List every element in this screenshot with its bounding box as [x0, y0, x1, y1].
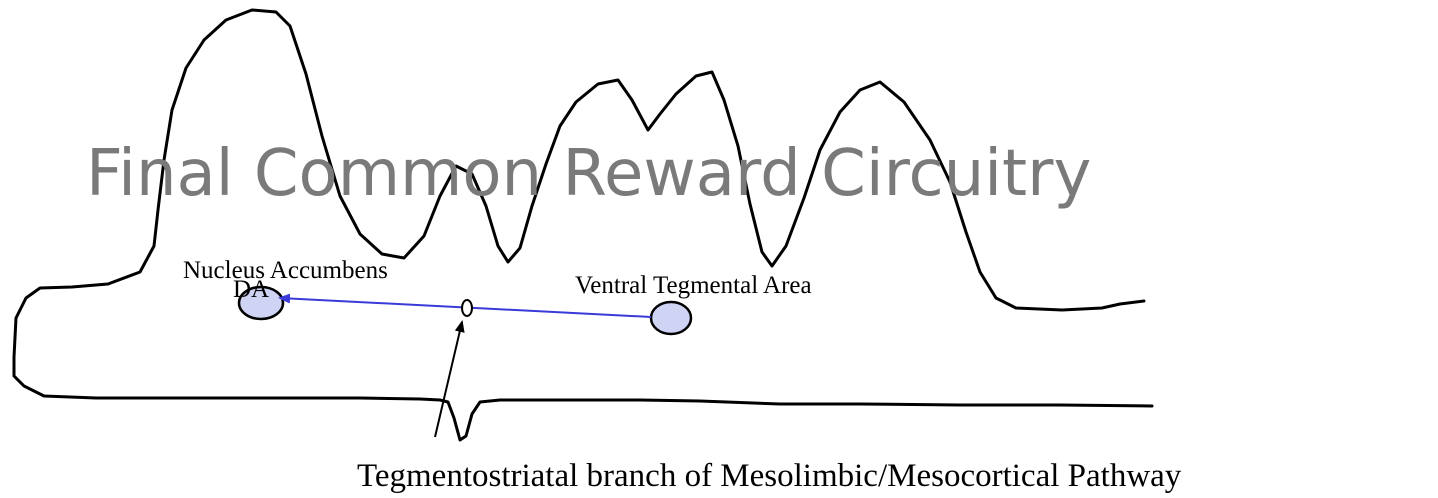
pathway-marker [461, 299, 473, 317]
pathway-caption: Tegmentostriatal branch of Mesolimbic/Me… [357, 458, 1182, 494]
ventral-tegmental-area-label: Ventral Tegmental Area [575, 272, 812, 299]
brain-outline-upper [12, 8, 1146, 359]
caption-pointer-arrow [434, 320, 465, 438]
ventral-tegmental-area-node [649, 300, 693, 336]
dopamine-label: DA [233, 276, 269, 303]
nucleus-accumbens-label: Nucleus Accumbens [183, 257, 388, 284]
slide-title: Final Common Reward Circuitry [86, 137, 1091, 211]
brain-outline-lower [12, 355, 1154, 442]
